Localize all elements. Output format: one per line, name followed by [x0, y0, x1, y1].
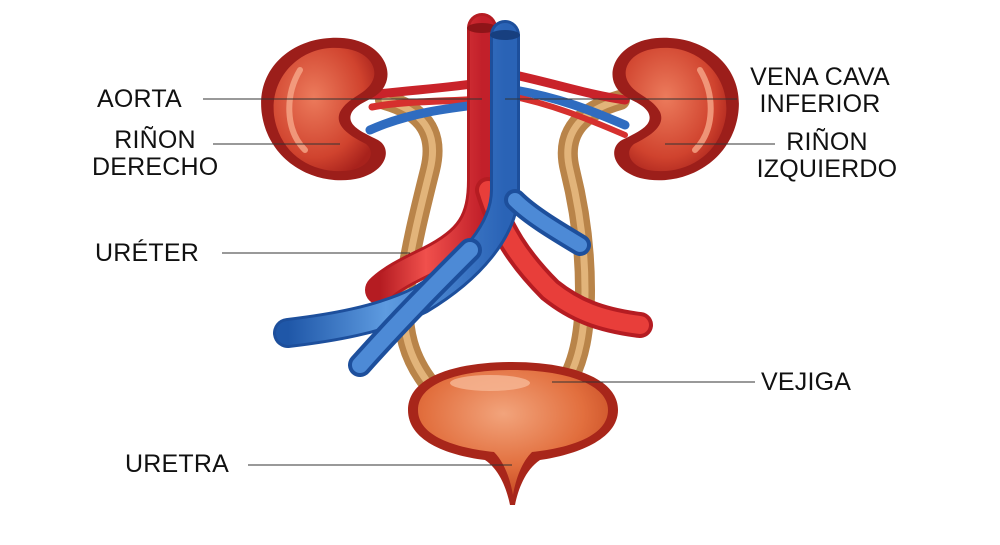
label-aorta: AORTA [97, 85, 182, 113]
label-rinon-derecho-line1: RIÑON [114, 126, 196, 154]
label-rinon-izquierdo-line1: RIÑON [786, 128, 868, 156]
label-rinon-izquierdo: RIÑON IZQUIERDO [752, 129, 902, 183]
vena-cava-vessel [273, 20, 591, 377]
ureter-right [555, 90, 630, 395]
label-vena-cava-line2: INFERIOR [759, 90, 881, 118]
label-vena-cava-line1: VENA CAVA [750, 63, 890, 91]
label-uretra: URETRA [125, 450, 229, 478]
ureter-left [375, 90, 443, 395]
label-vejiga: VEJIGA [761, 368, 852, 396]
renal-vessels [365, 70, 630, 138]
leader-lines [203, 98, 775, 466]
label-ureter: URÉTER [95, 239, 199, 267]
kidney-right-organ [261, 37, 388, 181]
bladder-organ [408, 362, 618, 505]
label-rinon-derecho: RIÑON DERECHO [92, 127, 218, 181]
label-vena-cava-inferior: VENA CAVA INFERIOR [745, 64, 895, 118]
label-rinon-izquierdo-line2: IZQUIERDO [756, 155, 898, 183]
label-rinon-derecho-line2: DERECHO [92, 153, 219, 181]
kidney-left-organ [612, 37, 739, 181]
